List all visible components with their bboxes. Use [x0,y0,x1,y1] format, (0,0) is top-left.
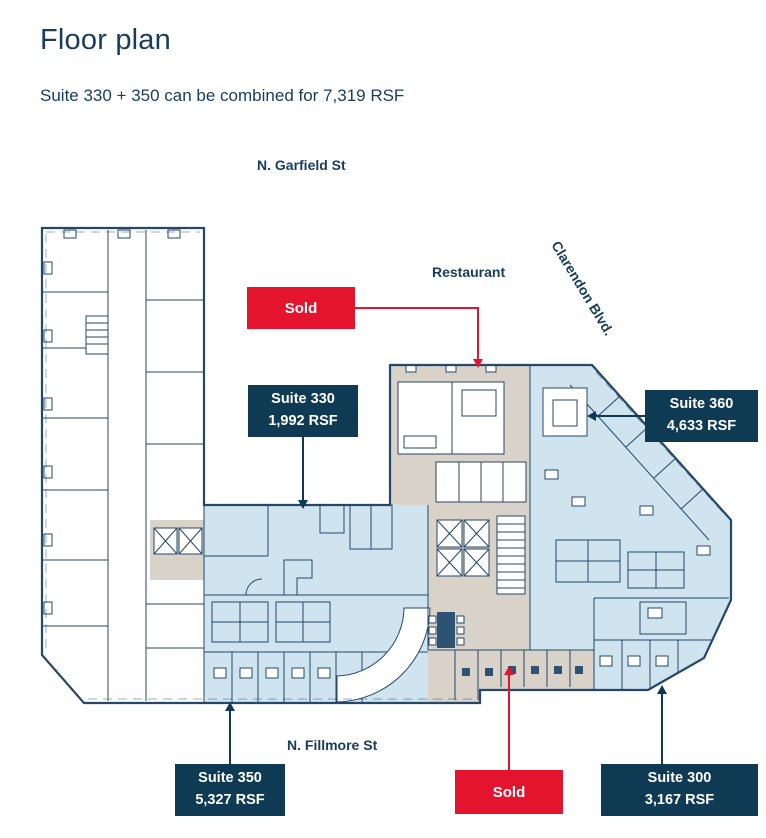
suite-330-arrow [298,500,308,509]
suite-330-region [204,505,428,595]
suite-330-rsf: 1,992 RSF [268,413,338,429]
suite-350-name: Suite 350 [198,770,262,787]
stairwell [85,315,109,355]
suite-360-arrow [587,411,596,421]
region-fills [42,228,731,703]
left-wing-region [42,228,204,703]
sold-bottom-badge[interactable]: Sold [455,770,563,814]
page-subtitle: Suite 330 + 350 can be combined for 7,31… [40,86,405,105]
suite-350-badge[interactable]: Suite 350 5,327 RSF [175,764,285,816]
suite-360-rsf: 4,633 RSF [666,418,737,434]
suite-300-partitions [593,597,729,690]
sold-top-leader [355,307,479,360]
page-title: Floor plan [40,24,171,56]
sold-bottom-arrow [504,666,514,675]
suite-300-rsf: 3,167 RSF [644,792,715,808]
window-lines [45,231,727,700]
restaurant-label: Restaurant [432,264,506,280]
suite-300-name: Suite 300 [647,770,712,787]
stairwell [496,515,526,595]
suite-360-partitions [542,384,711,589]
conference-table [437,612,455,648]
suite-300-arrow [657,685,667,694]
curved-corridor [336,607,431,703]
suite-360-badge[interactable]: Suite 360 4,633 RSF [645,390,758,442]
sold-top-badge[interactable]: Sold [247,287,355,329]
leased-bottom-strip-region [428,650,594,702]
suite-300-badge[interactable]: Suite 300 3,167 RSF [601,764,758,816]
suite-350-rsf: 5,327 RSF [195,792,265,808]
suite-350-partitions [204,601,431,703]
core-partitions [427,365,594,651]
restaurant-partitions [397,364,505,455]
street-label-garfield: N. Garfield St [257,157,346,173]
street-label-fillmore: N. Fillmore St [287,737,378,753]
sold-bottom-badge-label: Sold [492,783,526,801]
suite-350-arrow [225,702,235,711]
bottom-strip-partitions [454,650,583,700]
suite-330-badge[interactable]: Suite 330 1,992 RSF [248,385,358,437]
left-wing-partitions [42,229,204,701]
suite-330-name: Suite 330 [271,391,335,408]
callout-leaders [225,307,667,770]
suite-360-name: Suite 360 [669,396,734,413]
suite-300-region [594,598,731,690]
sold-top-arrow [473,359,483,368]
sold-top-badge-label: Sold [284,299,318,317]
left-elevator-bank [153,527,203,555]
building-outline [40,226,733,705]
